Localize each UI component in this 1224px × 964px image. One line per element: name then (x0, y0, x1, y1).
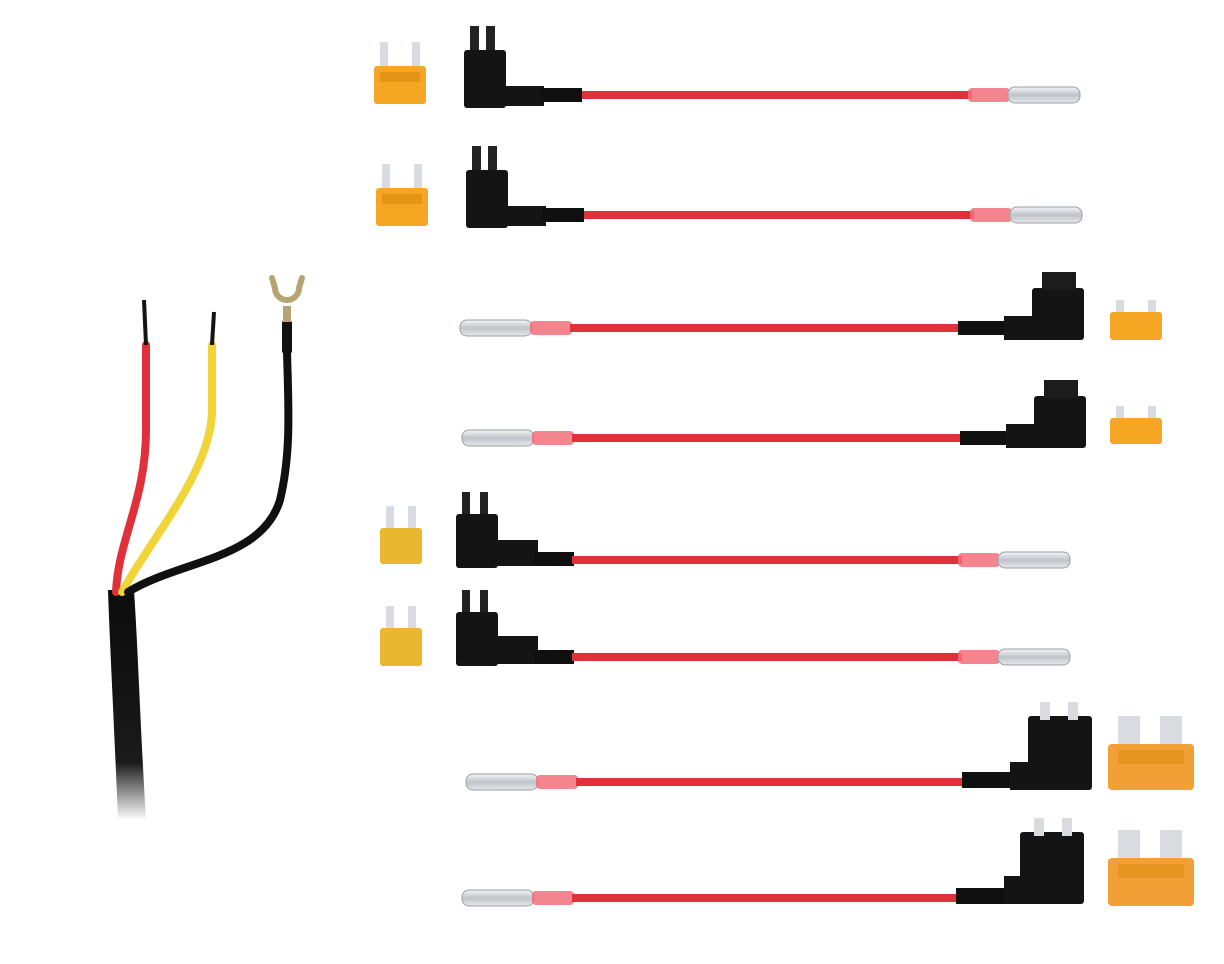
heat-shrink (532, 891, 574, 905)
female-spade-terminal (997, 551, 1071, 569)
ring-terminal (269, 275, 305, 354)
female-spade-terminal (1009, 206, 1083, 224)
fuse-holder-black (464, 26, 582, 108)
standard-fuse-orange (1108, 830, 1194, 906)
fuse-holder-black (456, 492, 574, 568)
yellow-wire (118, 341, 216, 596)
power-cable-bundle (108, 275, 305, 820)
fuse-holder-black (466, 146, 584, 228)
red-wire-tip (142, 299, 148, 346)
mini-fuse-amber (374, 42, 426, 104)
heat-shrink (532, 431, 574, 445)
heat-shrink (958, 553, 1000, 567)
heat-shrink (958, 650, 1000, 664)
mini-fuse-amber (1110, 300, 1162, 340)
yellow-wire-tip (210, 311, 216, 346)
heat-shrink (536, 775, 578, 789)
fuse-holder-black (456, 590, 574, 666)
fuse-tap-low-profile-1 (459, 272, 1162, 340)
heat-shrink (968, 88, 1010, 102)
fuse-tap-standard-2 (461, 818, 1194, 907)
female-spade-terminal (1007, 86, 1081, 104)
fuse-holder-black (956, 818, 1084, 904)
mini-fuse-amber (1110, 406, 1162, 444)
red-wire (112, 341, 150, 596)
heat-shrink (970, 208, 1012, 222)
standard-fuse-orange (1108, 716, 1194, 790)
cable-sheath (108, 590, 146, 820)
female-spade-terminal (461, 889, 535, 907)
female-spade-terminal (461, 429, 535, 447)
fuse-tap-low-profile-2 (461, 380, 1162, 448)
fuse-tap-mini-1 (374, 26, 1081, 108)
fuse-holder-black (960, 380, 1086, 448)
female-spade-terminal (465, 773, 539, 791)
mini-fuse-amber (376, 164, 428, 226)
fuse-tap-micro-2 (380, 590, 1071, 666)
heat-shrink (530, 321, 572, 335)
micro-fuse-yellow (380, 506, 422, 564)
fuse-holder-black (958, 272, 1084, 340)
fuse-tap-mini-2 (376, 146, 1083, 228)
fuse-tap-standard-1 (465, 702, 1194, 791)
female-spade-terminal (997, 648, 1071, 666)
fuse-tap-micro-1 (380, 492, 1071, 569)
fuse-holder-black (962, 702, 1092, 790)
black-wire (124, 346, 293, 596)
micro-fuse-yellow (380, 606, 422, 666)
female-spade-terminal (459, 319, 533, 337)
